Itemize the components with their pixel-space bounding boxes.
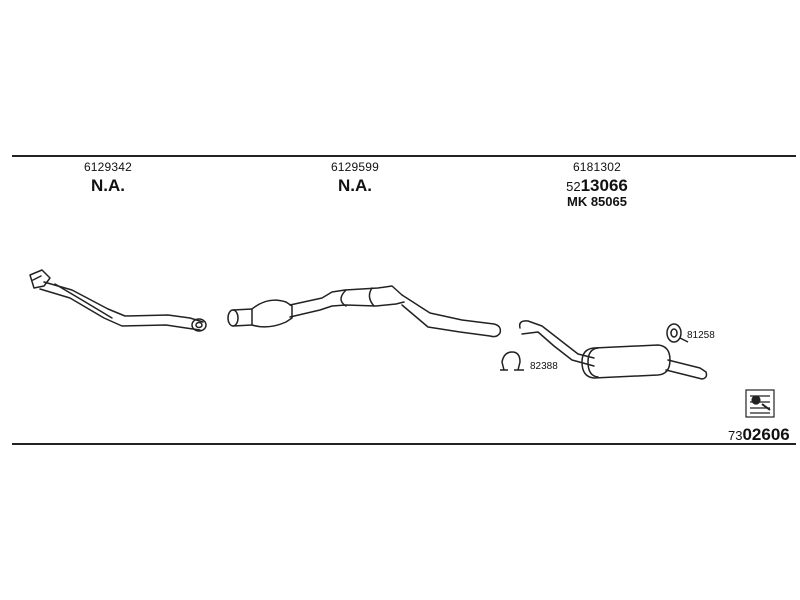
mk-number: MK 85065: [567, 194, 627, 209]
tool-info-icon: [745, 389, 775, 418]
hanger-icon[interactable]: [666, 323, 689, 343]
rear-section-ref: 6181302: [572, 160, 622, 174]
rear-section[interactable]: [518, 320, 708, 380]
catalog-number: 7302606: [728, 425, 790, 445]
bottom-divider: [12, 443, 796, 445]
front-pipe[interactable]: [29, 269, 207, 332]
part-number: 13066: [580, 176, 628, 195]
rear-section-part-number: 5213066: [537, 176, 657, 196]
top-divider: [12, 155, 796, 157]
clamp-ref: 82388: [530, 361, 558, 372]
front-pipe-ref: 6129342: [83, 160, 133, 174]
front-pipe-status: N.A.: [91, 176, 125, 195]
middle-section[interactable]: [227, 285, 502, 338]
middle-section-status: N.A.: [338, 176, 372, 195]
clamp-icon[interactable]: [500, 351, 524, 371]
part-prefix: 52: [566, 179, 581, 194]
hanger-ref: 81258: [687, 330, 715, 341]
catalog-number-main: 02606: [742, 425, 790, 444]
middle-section-ref: 6129599: [330, 160, 380, 174]
catalog-prefix: 73: [728, 428, 743, 443]
